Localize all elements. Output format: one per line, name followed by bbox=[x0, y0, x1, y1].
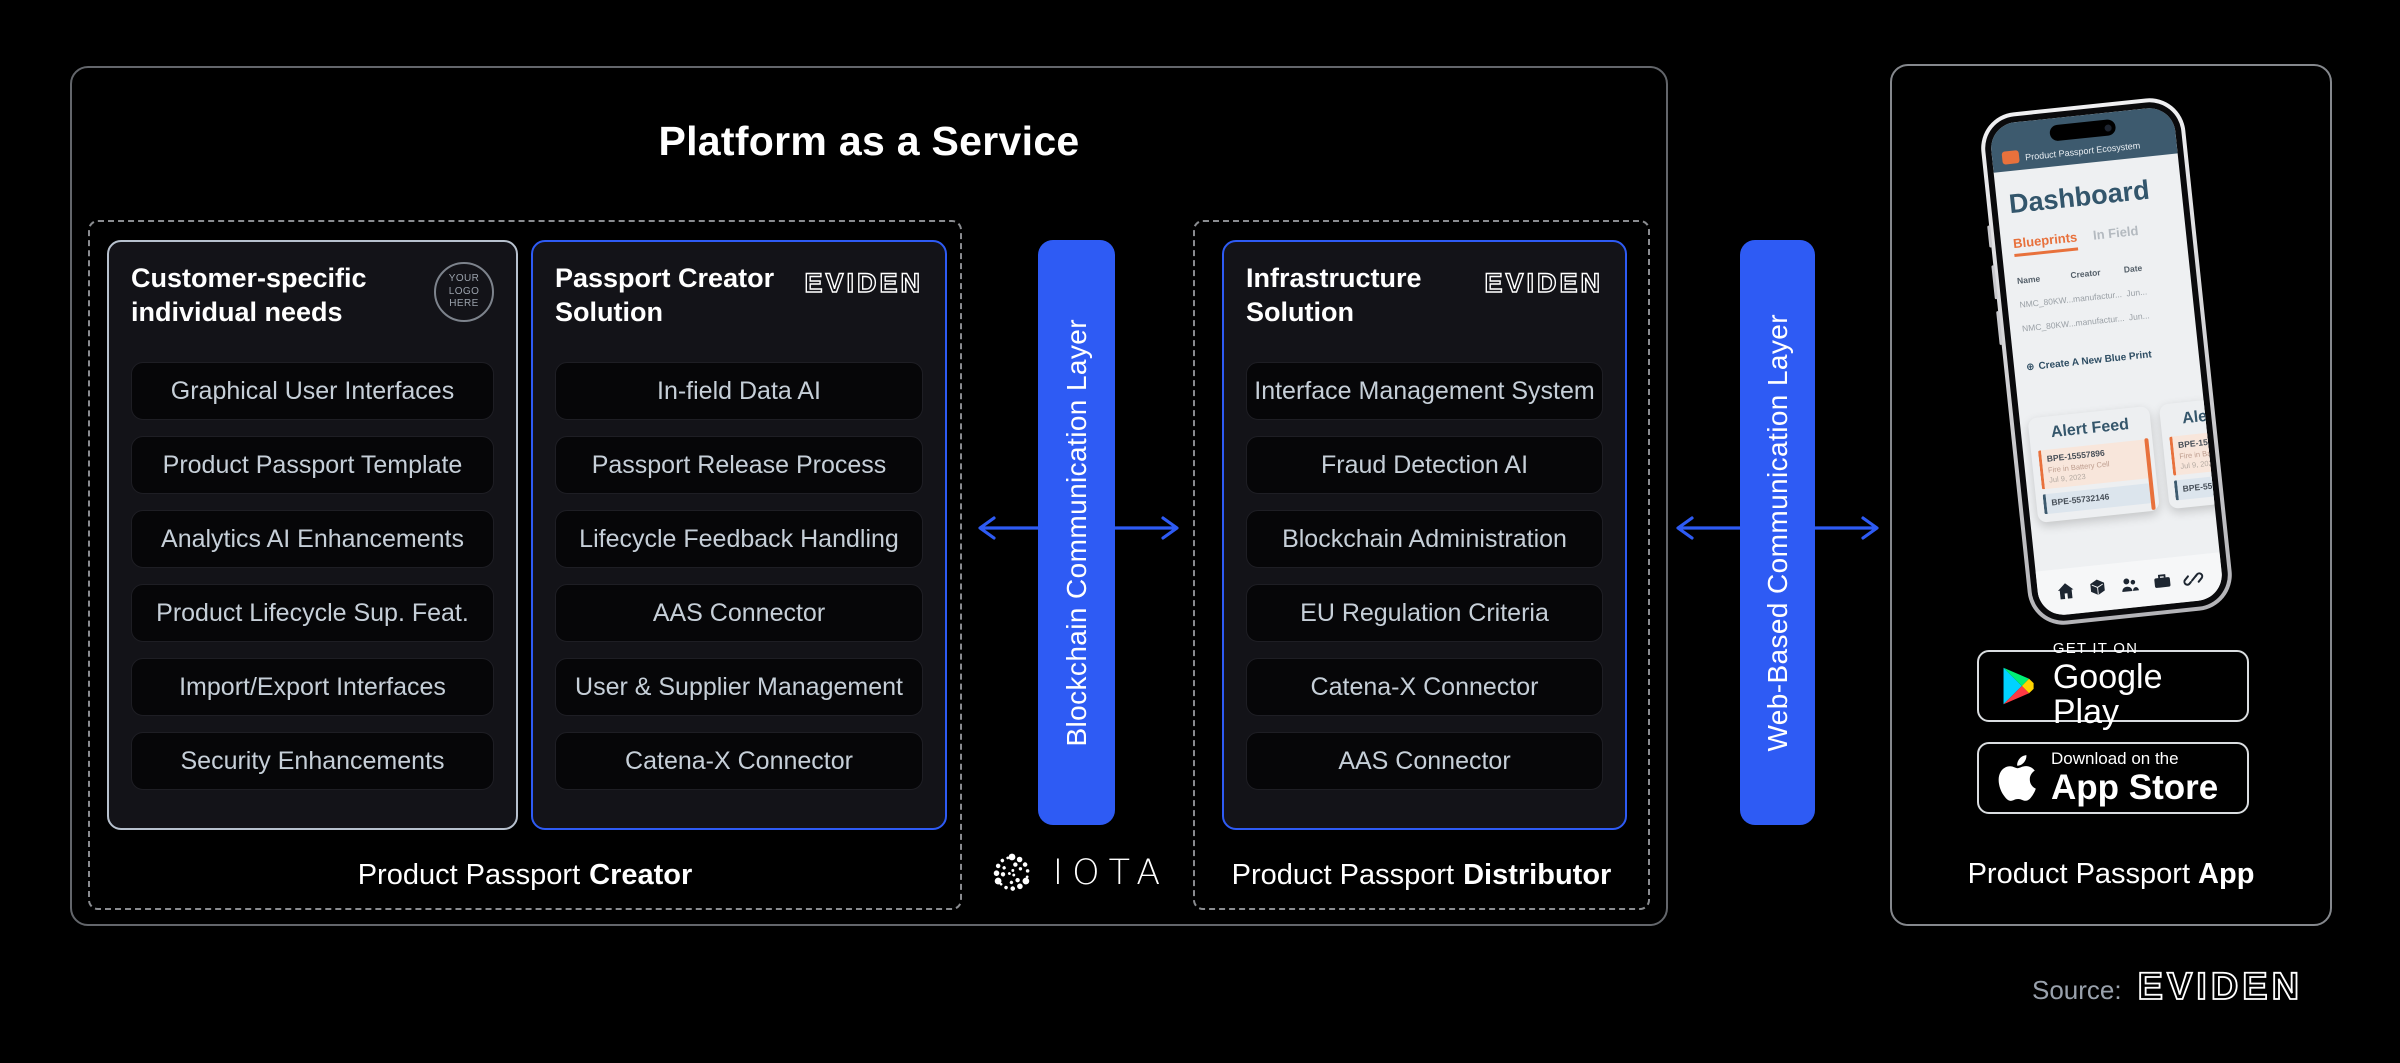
feature-item: Product Passport Template bbox=[131, 436, 494, 494]
web-communication-layer: Web-Based Communication Layer bbox=[1740, 240, 1815, 825]
creator-items: In-field Data AI Passport Release Process… bbox=[555, 362, 923, 790]
iota-label: IOTA bbox=[1052, 853, 1170, 893]
apple-icon bbox=[1998, 755, 2036, 801]
feature-item: AAS Connector bbox=[1246, 732, 1603, 790]
table-header-date: Date bbox=[2123, 262, 2143, 275]
feature-item: Fraud Detection AI bbox=[1246, 436, 1603, 494]
arrow-left-icon bbox=[978, 516, 1044, 540]
phone-screen: Product Passport Ecosystem Dashboard Blu… bbox=[1988, 105, 2225, 618]
feature-item: User & Supplier Management bbox=[555, 658, 923, 716]
alert-feed-card: Alert Feed BPE-15557896 Fire in Battery … bbox=[2027, 405, 2160, 523]
app-logo-icon bbox=[2001, 150, 2020, 165]
iota-logo: IOTA bbox=[982, 843, 1172, 903]
dashboard-title: Dashboard bbox=[2007, 174, 2151, 220]
plus-icon: ⊕ bbox=[2025, 361, 2036, 374]
google-play-tagline: GET IT ON bbox=[2052, 639, 2139, 657]
google-play-label: Google Play bbox=[2052, 657, 2163, 732]
feature-item: EU Regulation Criteria bbox=[1246, 584, 1603, 642]
feature-item: Product Lifecycle Sup. Feat. bbox=[131, 584, 494, 642]
paas-container bbox=[70, 66, 1668, 926]
alert-feed-title: Alert Feed bbox=[2050, 416, 2130, 442]
arrow-right-icon bbox=[1113, 516, 1179, 540]
link-icon bbox=[2183, 572, 2204, 586]
product-passport-app-card: Product Passport Ecosystem Dashboard Blu… bbox=[1890, 64, 2332, 926]
feature-item: Catena-X Connector bbox=[555, 732, 923, 790]
alert-feed-card-partial: Alert Feed BPE-15557896 Fire in Battery … bbox=[2158, 392, 2225, 510]
google-play-icon bbox=[2003, 667, 2034, 705]
blockchain-layer-label: Blockchain Communication Layer bbox=[1060, 318, 1092, 747]
feature-item: Analytics AI Enhancements bbox=[131, 510, 494, 568]
eviden-logo: EVIDEN bbox=[804, 267, 923, 298]
infrastructure-panel: Infrastructure Solution EVIDEN Interface… bbox=[1222, 240, 1627, 830]
passport-creator-panel: Passport Creator Solution EVIDEN In-fiel… bbox=[531, 240, 947, 830]
distributor-label-prefix: Product Passport bbox=[1231, 859, 1455, 891]
table-header-name: Name bbox=[2016, 273, 2041, 286]
alert-list: BPE-15557896 Fire in Battery Cell Jul 9,… bbox=[2037, 439, 2153, 515]
alert-feed-title: Alert Feed bbox=[2181, 402, 2225, 428]
tab-in-field: In Field bbox=[2092, 223, 2140, 243]
eviden-logo: EVIDEN bbox=[1484, 267, 1603, 298]
infrastructure-panel-title: Infrastructure Solution bbox=[1246, 263, 1422, 327]
feature-item: AAS Connector bbox=[555, 584, 923, 642]
table-header-creator: Creator bbox=[2069, 267, 2102, 281]
alert-item: BPE-15557896 Fire in Battery Cell Jul 9,… bbox=[2037, 439, 2150, 490]
phone-bezel: Product Passport Ecosystem Dashboard Blu… bbox=[1982, 99, 2231, 624]
feature-item: Blockchain Administration bbox=[1246, 510, 1603, 568]
blockchain-communication-layer: Blockchain Communication Layer bbox=[1038, 240, 1115, 825]
app-store-tagline: Download on the bbox=[2051, 748, 2179, 768]
source-label: Source: bbox=[2032, 975, 2122, 1005]
feature-item: Catena-X Connector bbox=[1246, 658, 1603, 716]
feature-item: Graphical User Interfaces bbox=[131, 362, 494, 420]
distributor-label-bold: Distributor bbox=[1463, 859, 1612, 891]
app-store-badge[interactable]: Download on the App Store bbox=[1977, 742, 2249, 814]
feature-item: Passport Release Process bbox=[555, 436, 923, 494]
creator-panel-title: Passport Creator Solution bbox=[555, 263, 775, 327]
web-layer-label: Web-Based Communication Layer bbox=[1761, 313, 1793, 752]
google-play-badge[interactable]: GET IT ON Google Play bbox=[1977, 641, 2249, 730]
iota-dots-icon bbox=[986, 853, 1031, 898]
home-icon bbox=[2058, 583, 2074, 600]
customer-logo-placeholder: YOUR LOGO HERE bbox=[434, 262, 494, 322]
alert-list: BPE-15557896 Fire in Battery Cell Jul 9,… bbox=[2169, 425, 2225, 501]
phone-mockup: Product Passport Ecosystem Dashboard Blu… bbox=[1977, 94, 2236, 629]
feature-item: Lifecycle Feedback Handling bbox=[555, 510, 923, 568]
eviden-logo: EVIDEN bbox=[2137, 965, 2304, 1009]
feature-item: Security Enhancements bbox=[131, 732, 494, 790]
customer-needs-panel: Customer-specific individual needs YOUR … bbox=[107, 240, 518, 830]
alert-item: BPE-55732146 bbox=[2042, 483, 2153, 515]
phone-volume-button bbox=[1987, 225, 1993, 248]
arrow-right-icon bbox=[1813, 516, 1879, 540]
creator-label-prefix: Product Passport bbox=[357, 859, 581, 891]
app-label-prefix: Product Passport bbox=[1967, 858, 2191, 890]
app-label-bold: App bbox=[2198, 858, 2255, 890]
create-blueprint-label: Create A New Blue Print bbox=[2037, 349, 2153, 373]
alert-feed-row: Alert Feed BPE-15557896 Fire in Battery … bbox=[2027, 388, 2225, 523]
source-line: Source: EVIDEN bbox=[2032, 965, 2304, 1009]
app-store-label: App Store bbox=[2051, 767, 2219, 807]
tab-blueprints: Blueprints bbox=[2012, 229, 2079, 258]
blueprints-table: Name Creator Date NMC_80KW... manufactur… bbox=[2016, 252, 2184, 340]
alert-item: BPE-15557896 Fire in Battery Cell Jul 9,… bbox=[2169, 425, 2225, 476]
customer-panel-title: Customer-specific individual needs bbox=[131, 263, 367, 327]
feature-item: Interface Management System bbox=[1246, 362, 1603, 420]
users-icon bbox=[2122, 578, 2140, 592]
briefcase-icon bbox=[2153, 574, 2171, 588]
phone-nav-bar bbox=[2035, 552, 2225, 618]
creator-label-bold: Creator bbox=[589, 859, 693, 891]
create-blueprint-link: ⊕ Create A New Blue Print bbox=[2025, 346, 2187, 374]
feature-item: Import/Export Interfaces bbox=[131, 658, 494, 716]
page-title: Platform as a Service bbox=[658, 118, 1080, 164]
camera-icon bbox=[2103, 123, 2112, 132]
feature-item: In-field Data AI bbox=[555, 362, 923, 420]
arrow-left-icon bbox=[1676, 516, 1742, 540]
cube-icon bbox=[2089, 578, 2107, 596]
